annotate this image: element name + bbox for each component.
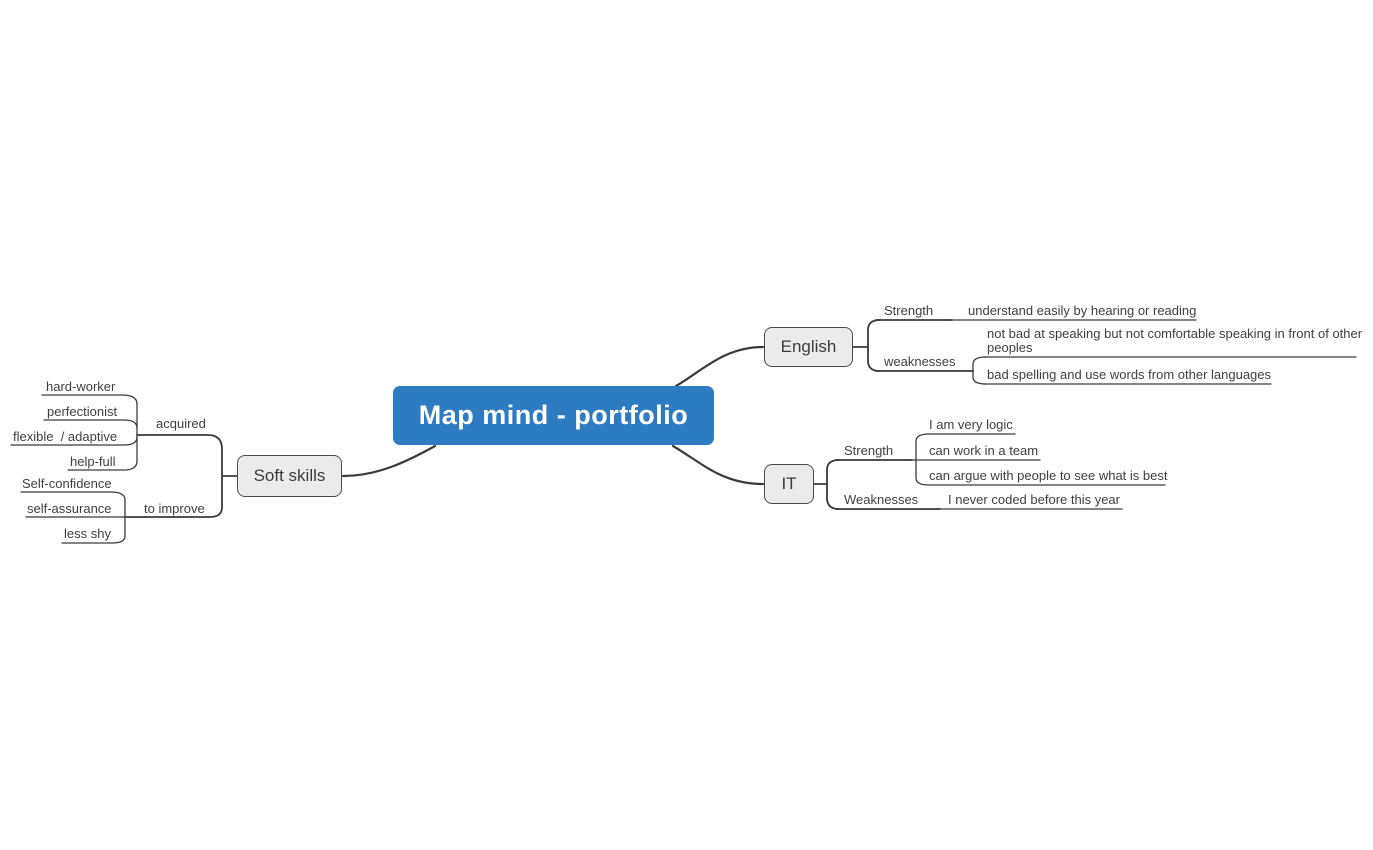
- curve-root-to-soft-skills: [341, 444, 437, 478]
- topic-can-work-team[interactable]: can work in a team: [929, 443, 1039, 458]
- underline-hard-worker: [41, 394, 138, 405]
- topic-english-strength[interactable]: Strength: [884, 303, 934, 318]
- topic-it[interactable]: IT: [764, 464, 814, 504]
- topic-self-assurance[interactable]: self-assurance: [27, 501, 112, 516]
- curve-root-to-english: [674, 345, 765, 388]
- underline-i-am-very-logic: [915, 433, 1016, 442]
- root-topic[interactable]: Map mind - portfolio: [393, 386, 714, 445]
- topic-it-label: IT: [781, 474, 797, 493]
- bracket-it: [826, 459, 840, 510]
- topic-understand-easily[interactable]: understand easily by hearing or reading: [968, 303, 1197, 318]
- topic-english-label: English: [780, 337, 837, 356]
- topic-can-argue[interactable]: can argue with people to see what is bes…: [929, 468, 1168, 483]
- topic-flexible-adaptive[interactable]: flexible / adaptive: [13, 429, 118, 444]
- root-topic-label: Map mind - portfolio: [418, 400, 689, 430]
- topic-i-am-very-logic[interactable]: I am very logic: [929, 417, 1013, 432]
- topic-soft-skills-label: Soft skills: [253, 466, 326, 485]
- curve-root-to-it: [671, 444, 765, 486]
- topic-never-coded[interactable]: I never coded before this year: [948, 492, 1120, 507]
- topic-bad-spelling[interactable]: bad spelling and use words from other la…: [987, 367, 1272, 382]
- bracket-english-weaknesses-children: [972, 356, 987, 385]
- topic-acquired[interactable]: acquired: [156, 416, 206, 431]
- topic-less-shy[interactable]: less shy: [64, 526, 111, 541]
- topic-hard-worker[interactable]: hard-worker: [46, 379, 116, 394]
- topic-to-improve[interactable]: to improve: [144, 501, 205, 516]
- topic-not-bad-speaking[interactable]: not bad at speaking but not comfortable …: [987, 326, 1366, 355]
- topic-soft-skills[interactable]: Soft skills: [237, 455, 342, 497]
- topic-english-weaknesses[interactable]: weaknesses: [884, 354, 956, 369]
- topic-english[interactable]: English: [764, 327, 853, 367]
- topic-self-confidence[interactable]: Self-confidence: [22, 476, 112, 491]
- bracket-english: [867, 319, 881, 372]
- topic-perfectionist[interactable]: perfectionist: [47, 404, 118, 419]
- topic-it-strength[interactable]: Strength: [844, 443, 894, 458]
- topic-help-full[interactable]: help-full: [70, 454, 116, 469]
- underline-self-confidence: [20, 491, 126, 501]
- topic-it-weaknesses[interactable]: Weaknesses: [844, 492, 919, 507]
- underline-perfectionist: [43, 419, 138, 429]
